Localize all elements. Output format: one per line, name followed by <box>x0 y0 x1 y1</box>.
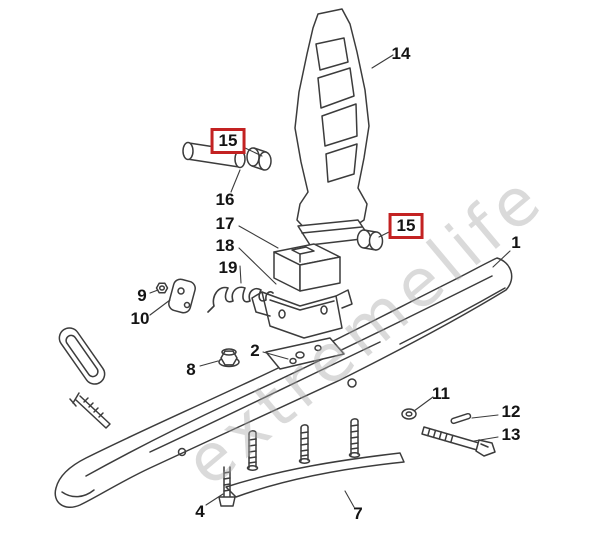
small-nut-part <box>155 282 169 294</box>
rubber-damper-part <box>273 243 341 292</box>
callout-9: 9 <box>137 286 147 305</box>
wear-bar-part <box>225 418 405 498</box>
bushing-right-part <box>356 229 384 251</box>
callout-13: 13 <box>501 425 521 444</box>
callout-19: 19 <box>218 258 238 277</box>
ski-mount-plate-part <box>265 337 345 370</box>
callout-11: 11 <box>432 384 450 403</box>
spring-part <box>207 286 274 313</box>
wear-bar-stud-3 <box>348 418 361 458</box>
callout-10: 10 <box>130 309 150 328</box>
leader-lines <box>149 54 511 508</box>
callout-15-right: 15 <box>388 213 424 239</box>
pin-part <box>450 412 472 425</box>
callout-14: 14 <box>391 44 411 63</box>
loop-bolt-part <box>69 392 111 429</box>
washer-part <box>401 408 417 420</box>
bushing-upper-part <box>246 147 272 171</box>
bracket-part <box>168 278 196 314</box>
callout-4: 4 <box>195 502 205 521</box>
ski-loop-part <box>58 327 106 385</box>
hex-bolt-part <box>421 426 496 457</box>
stud-bolt-part <box>218 466 236 507</box>
callout-15-top: 15 <box>210 128 246 154</box>
callout-8: 8 <box>186 360 196 379</box>
flange-nut-part <box>218 348 240 368</box>
callout-2: 2 <box>250 341 260 360</box>
spindle-part <box>294 8 370 233</box>
ski-part <box>54 257 513 509</box>
callout-1: 1 <box>511 233 521 252</box>
callout-16: 16 <box>215 190 235 209</box>
callout-12: 12 <box>501 402 521 421</box>
saddle-bracket-part <box>251 289 353 339</box>
callout-18: 18 <box>215 236 235 255</box>
callout-17: 17 <box>215 214 235 233</box>
wear-bar-stud-1 <box>246 430 259 471</box>
wear-bar-stud-2 <box>298 424 311 464</box>
callout-7: 7 <box>353 504 363 523</box>
